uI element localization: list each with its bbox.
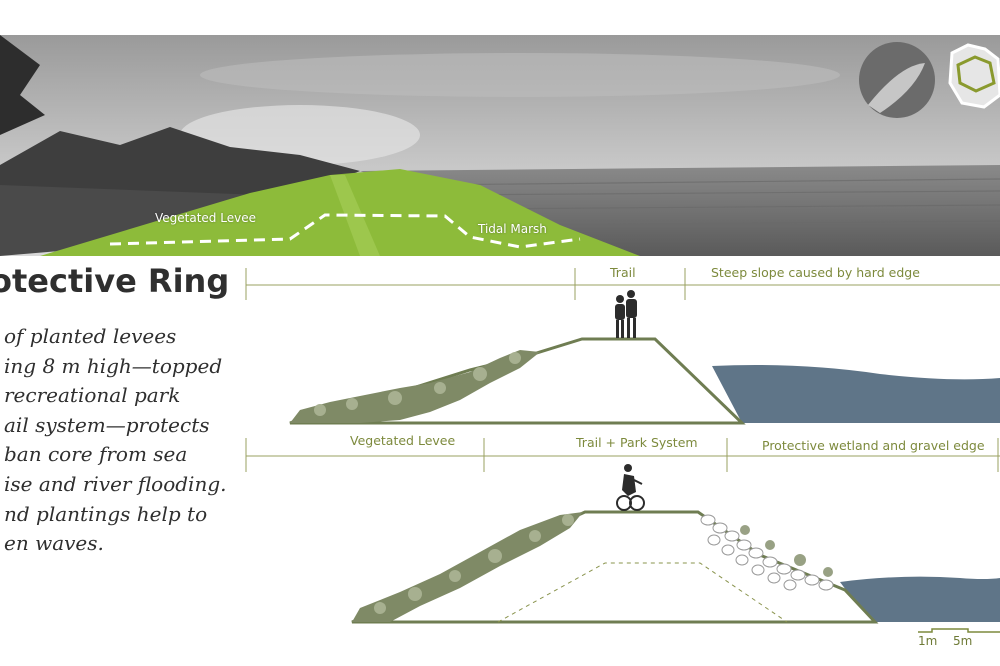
- body-paragraph: of planted levees ing 8 m high—topped re…: [4, 322, 234, 559]
- label-trail-park-system: Trail + Park System: [576, 435, 698, 450]
- body-line: of planted levees: [4, 324, 177, 348]
- tree-line: [0, 127, 360, 205]
- body-line: en waves.: [4, 531, 104, 556]
- photo-label-tidal-marsh: Tidal Marsh: [478, 222, 547, 236]
- bottom-section-shrubs: [374, 514, 574, 614]
- body-line: ail system—protects: [4, 412, 210, 437]
- scale-label-1m: 1m: [918, 634, 938, 648]
- body-line: nd plantings help to: [4, 501, 208, 526]
- top-section-water: [712, 365, 1000, 423]
- body-line: ise and river flooding.: [4, 471, 227, 496]
- top-section-dimension-line: [245, 268, 1000, 300]
- body-line: recreational park: [4, 383, 181, 408]
- label-trail: Trail: [610, 265, 636, 280]
- panorama-illustration: [0, 35, 1000, 256]
- scale-label-5m: 5m: [953, 634, 973, 648]
- top-section-shrubs: [314, 352, 521, 416]
- panorama-photo: Vegetated Levee Tidal Marsh: [0, 35, 1000, 256]
- page-title: otective Ring: [0, 262, 230, 300]
- locator-circle: [859, 42, 935, 118]
- levee-core-outline: [497, 562, 788, 623]
- label-steep-slope: Steep slope caused by hard edge: [711, 265, 920, 280]
- wetland-plants: [740, 525, 833, 577]
- photo-label-vegetated-levee: Vegetated Levee: [155, 211, 256, 225]
- levee-profile-dash: [109, 213, 581, 249]
- scale-bar: [918, 628, 1000, 633]
- bottom-section-water: [840, 576, 1000, 622]
- label-wetland-gravel-edge: Protective wetland and gravel edge: [762, 438, 985, 453]
- bottom-section-dimension-line: [245, 438, 1000, 472]
- locator-map: [948, 43, 1000, 109]
- cyclist-icon: [616, 464, 645, 511]
- gravel-edge: [700, 514, 834, 591]
- levee-green: [40, 169, 640, 256]
- tree-foreground: [0, 35, 45, 135]
- label-vegetated-levee: Vegetated Levee: [350, 433, 456, 448]
- body-line: ban core from sea: [4, 442, 188, 467]
- cloud: [200, 53, 840, 97]
- sea-ripples: [419, 178, 1000, 226]
- body-line: ing 8 m high—topped: [4, 353, 223, 378]
- bottom-section-levee: [351, 510, 879, 624]
- levee-sections: [245, 268, 1000, 633]
- pedestrians-icon: [615, 290, 637, 338]
- sea: [360, 165, 1000, 256]
